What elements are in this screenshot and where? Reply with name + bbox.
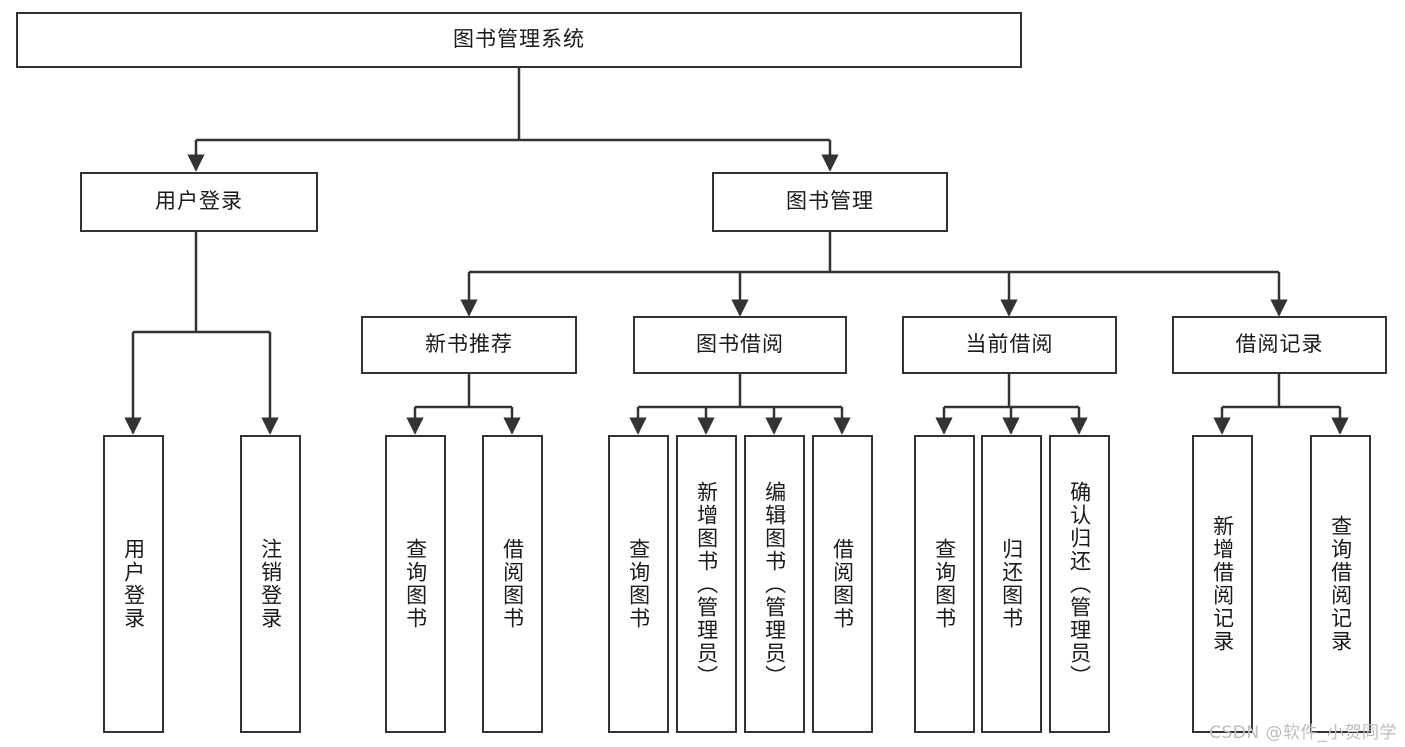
node-label: 图书借阅	[696, 332, 784, 357]
node-label: 新书推荐	[425, 332, 513, 357]
leaf-user-login-login[interactable]: 用户登录	[103, 435, 164, 733]
node-new-book-recommend[interactable]: 新书推荐	[361, 316, 577, 374]
node-current-borrow[interactable]: 当前借阅	[902, 316, 1117, 374]
node-borrow-record[interactable]: 借阅记录	[1172, 316, 1387, 374]
watermark-text: CSDN @软件_小贺同学	[1209, 723, 1397, 743]
leaf-current-borrow-confirm-admin[interactable]: 确认归还（管理员）	[1049, 435, 1110, 733]
node-label: 新增借阅记录	[1210, 515, 1235, 653]
leaf-book-borrow-borrow[interactable]: 借阅图书	[812, 435, 873, 733]
node-label: 用户登录	[121, 538, 146, 630]
leaf-borrow-record-add[interactable]: 新增借阅记录	[1192, 435, 1253, 733]
node-book-borrow[interactable]: 图书借阅	[633, 316, 847, 374]
node-label: 图书管理	[786, 189, 874, 214]
node-label: 查询图书	[932, 538, 957, 630]
leaf-borrow-record-query[interactable]: 查询借阅记录	[1310, 435, 1371, 733]
node-label: 编辑图书（管理员）	[762, 480, 787, 688]
node-label: 借阅图书	[830, 538, 855, 630]
node-label: 注销登录	[258, 538, 283, 630]
node-label: 新增图书（管理员）	[694, 480, 719, 688]
leaf-book-borrow-query[interactable]: 查询图书	[608, 435, 669, 733]
node-label: 查询借阅记录	[1328, 515, 1353, 653]
leaf-current-borrow-return[interactable]: 归还图书	[981, 435, 1042, 733]
node-label: 确认归还（管理员）	[1067, 480, 1092, 688]
node-label: 归还图书	[999, 538, 1024, 630]
node-label: 当前借阅	[965, 332, 1054, 357]
node-label: 借阅记录	[1235, 332, 1324, 357]
leaf-book-borrow-edit-admin[interactable]: 编辑图书（管理员）	[744, 435, 805, 733]
node-label: 图书管理系统	[453, 27, 585, 52]
leaf-book-borrow-add-admin[interactable]: 新增图书（管理员）	[676, 435, 737, 733]
node-book-management[interactable]: 图书管理	[712, 172, 948, 232]
leaf-new-book-query[interactable]: 查询图书	[385, 435, 446, 733]
node-user-login[interactable]: 用户登录	[80, 172, 318, 232]
node-root-book-management-system[interactable]: 图书管理系统	[16, 12, 1022, 68]
node-label: 借阅图书	[500, 538, 525, 630]
node-label: 查询图书	[403, 538, 428, 630]
node-label: 用户登录	[155, 189, 243, 214]
node-label: 查询图书	[626, 538, 651, 630]
leaf-current-borrow-query[interactable]: 查询图书	[914, 435, 975, 733]
leaf-user-login-logout[interactable]: 注销登录	[240, 435, 301, 733]
leaf-new-book-borrow[interactable]: 借阅图书	[482, 435, 543, 733]
